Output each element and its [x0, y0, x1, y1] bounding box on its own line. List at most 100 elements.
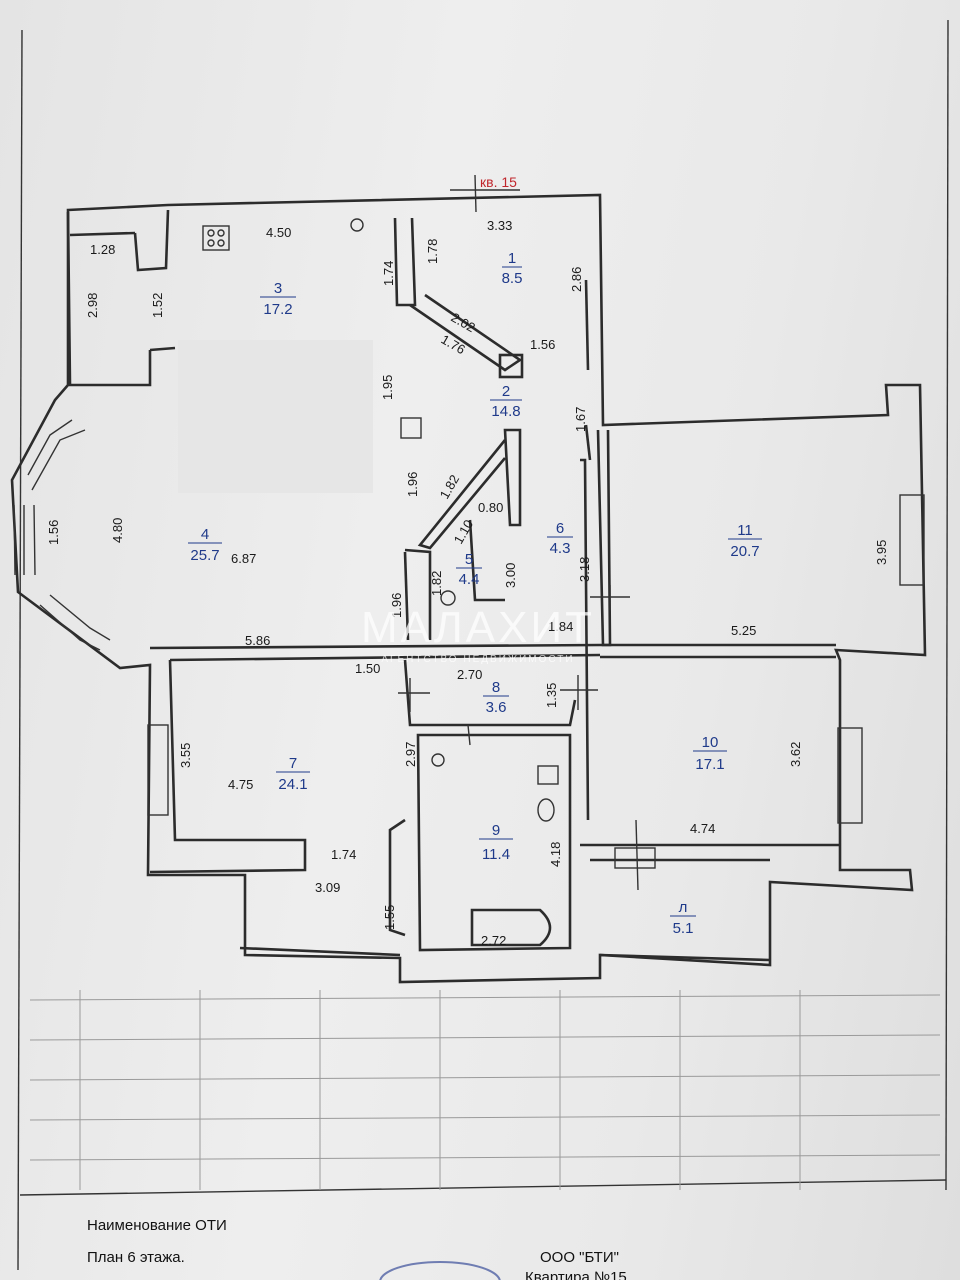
footer-name-label: Наименование ОТИ [87, 1217, 227, 1234]
dim-label: 3.55 [178, 743, 193, 768]
ruled-grid [29, 990, 941, 1190]
room-labels: 18.5 214.8 317.2 425.7 54.4 64.3 724.1 8… [188, 250, 762, 937]
stove-icon [202, 225, 230, 251]
dim-label: 1.84 [548, 619, 573, 634]
dim-label: 5.25 [731, 623, 756, 638]
room-3-number: 3 [274, 280, 282, 297]
apartment-label: кв. 15 [480, 174, 517, 190]
column-icon [400, 417, 422, 439]
dim-label: 1.74 [381, 261, 396, 286]
dim-label: 1.74 [331, 847, 356, 862]
dim-label: 1.76 [439, 332, 468, 358]
watermark: МАЛАХИТ АГЕНТСТВО НЕДВИЖИМОСТИ [361, 603, 595, 665]
dim-label: 1.78 [425, 239, 440, 264]
room-9-number: 9 [492, 822, 500, 839]
room-l: л 5.1 [670, 899, 696, 937]
dim-label: 1.56 [530, 337, 555, 352]
dim-label: 3.62 [788, 742, 803, 767]
dim-label: 1.35 [544, 683, 559, 708]
room-4-area: 25.7 [190, 547, 219, 564]
dim-label: 6.87 [231, 551, 256, 566]
dim-label: 4.80 [110, 518, 125, 543]
room-l-area: 5.1 [673, 920, 694, 937]
room-4-number: 4 [201, 526, 209, 543]
dim-label: 3.33 [487, 218, 512, 233]
room-10-area: 17.1 [695, 756, 724, 773]
toilet-icon [537, 798, 555, 822]
room-6: 64.3 [547, 520, 573, 557]
room-3: 317.2 [260, 280, 296, 318]
room-8-number: 8 [492, 679, 500, 696]
dim-label: 2.72 [481, 933, 506, 948]
windows [13, 189, 925, 824]
dim-label: 2.86 [569, 267, 584, 292]
dim-label: 3.95 [874, 540, 889, 565]
toilet-icon [440, 590, 456, 606]
room-10-number: 10 [702, 734, 719, 751]
washbasin-icon [431, 753, 445, 767]
dim-label: 4.75 [228, 777, 253, 792]
room-11-area: 20.7 [730, 543, 759, 560]
room-1: 18.5 [502, 250, 523, 287]
watermark-brand: МАЛАХИТ [361, 603, 595, 652]
room-11-number: 11 [737, 522, 753, 539]
dim-label: 4.74 [690, 821, 715, 836]
room-4: 425.7 [188, 526, 222, 564]
stamp-icon [379, 1261, 501, 1280]
dim-label: 1.52 [150, 293, 165, 318]
dim-label: 3.18 [577, 557, 592, 582]
room-3-area: 17.2 [263, 301, 292, 318]
dim-label: 2.70 [457, 667, 482, 682]
room-9-area: 11.4 [482, 846, 510, 863]
dim-label: 2.97 [403, 742, 418, 767]
room-5: 54.4 [456, 551, 482, 588]
sheet-frame [17, 19, 949, 1271]
footer-plan-label: План 6 этажа. [87, 1249, 185, 1266]
room-11: 11 20.7 [728, 522, 762, 560]
dim-label: 2.98 [85, 293, 100, 318]
footer-org: ООО "БТИ" [540, 1249, 619, 1266]
room-10: 10 17.1 [693, 734, 727, 773]
room-9: 911.4 [479, 822, 513, 863]
dim-label: 1.50 [355, 661, 380, 676]
room-2-area: 14.8 [491, 403, 520, 420]
door-marks [398, 174, 656, 891]
room-1-area: 8.5 [502, 270, 523, 287]
room-2-number: 2 [502, 383, 510, 400]
dim-label: 1.28 [90, 242, 115, 257]
dim-label: 1.56 [46, 520, 61, 545]
dim-label: 2.02 [449, 310, 478, 336]
room-8: 83.6 [483, 679, 509, 716]
room-1-number: 1 [508, 250, 516, 267]
room-6-area: 4.3 [550, 540, 571, 557]
room-5-area: 4.4 [459, 571, 480, 588]
redacted-area [178, 340, 373, 493]
dim-label: 3.09 [315, 880, 340, 895]
room-6-number: 6 [556, 520, 564, 537]
room-7-number: 7 [289, 755, 297, 772]
watermark-tagline: АГЕНТСТВО НЕДВИЖИМОСТИ [381, 654, 574, 665]
room-7: 724.1 [276, 755, 310, 793]
dim-label: 3.00 [503, 563, 518, 588]
dim-label: 1.96 [389, 593, 404, 618]
sink-icon [350, 218, 364, 232]
dim-label: 1.55 [382, 905, 397, 930]
dim-label: 1.96 [405, 472, 420, 497]
dim-label: 1.67 [573, 407, 588, 432]
bidet-icon [537, 765, 559, 785]
room-8-area: 3.6 [486, 699, 507, 716]
fixtures [202, 218, 559, 822]
dim-label: 1.95 [380, 375, 395, 400]
dimension-labels: 3.33 1.28 4.50 1.74 1.78 2.86 2.98 1.52 … [46, 218, 889, 948]
dim-label: 1.82 [429, 571, 444, 596]
footer-apartment: Квартира №15 [525, 1269, 627, 1280]
footer: Наименование ОТИ План 6 этажа. ООО "БТИ"… [87, 1217, 627, 1280]
dim-label: 4.18 [548, 842, 563, 867]
interior-walls [149, 217, 840, 952]
room-l-number: л [679, 899, 688, 916]
dim-label: 4.50 [266, 225, 291, 240]
dim-label: 5.86 [245, 633, 270, 648]
room-2: 214.8 [490, 383, 522, 420]
